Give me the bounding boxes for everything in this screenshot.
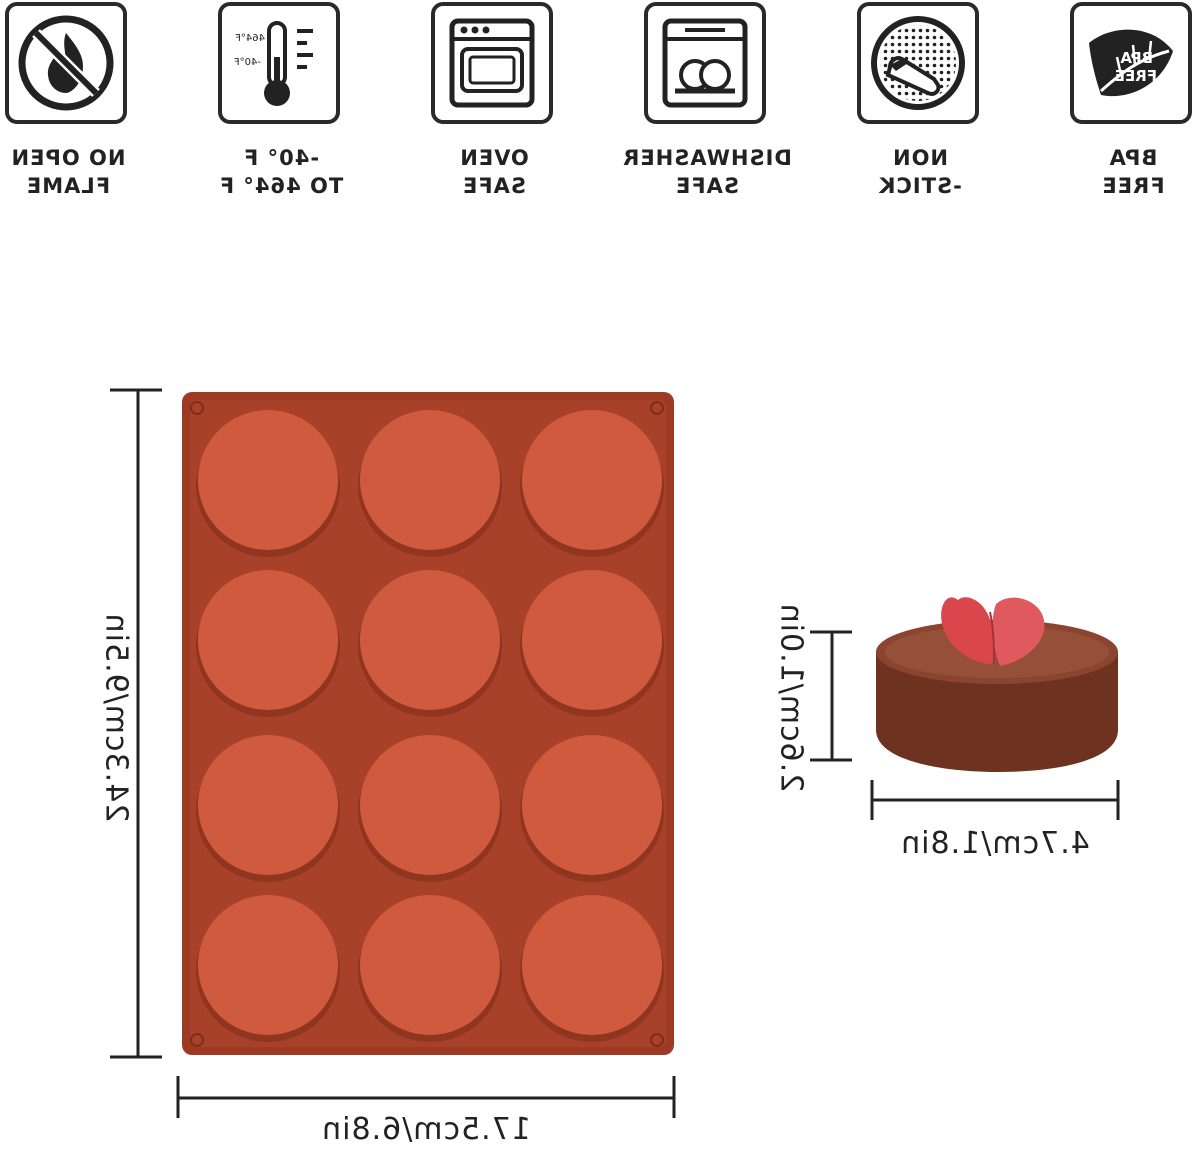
feature-no-open-flame: NO OPEN FLAME xyxy=(0,2,153,212)
oven-icon xyxy=(431,2,553,124)
cake-height-label: 2.6cm/1.0in xyxy=(773,602,809,793)
mold-cavity xyxy=(522,570,662,710)
mold-cavity xyxy=(360,735,500,875)
mold-width-label: 17.5cm/6.8in xyxy=(321,1112,531,1147)
bpa-badge-top: BPA xyxy=(1120,49,1153,67)
feature-label-line2: FLAME xyxy=(25,174,111,198)
thermometer-icon: 464°F -40°F xyxy=(218,2,340,124)
non-stick-pan-icon xyxy=(857,2,979,124)
feature-label-line1: NON xyxy=(892,146,949,170)
cake-height-dimension xyxy=(810,630,852,762)
feature-label-line2: FREE xyxy=(1101,174,1165,198)
mold-cavity xyxy=(522,410,662,550)
mold-cavity xyxy=(522,895,662,1035)
feature-label-line1: -40° F xyxy=(242,146,320,170)
scale-high-label: 464°F xyxy=(235,33,265,44)
mold-height-label: 24.3cm/9.5in xyxy=(98,612,134,823)
cake-width-dimension xyxy=(870,780,1120,820)
dishwasher-icon xyxy=(644,2,766,124)
mold-cavity xyxy=(198,570,338,710)
feature-dishwasher-safe: DISHWASHER SAFE xyxy=(622,2,792,212)
mold-width-dimension xyxy=(176,1076,676,1118)
mold-cavity xyxy=(198,410,338,550)
feature-label-line1: BPA xyxy=(1108,146,1158,170)
feature-label-line1: DISHWASHER xyxy=(622,146,792,170)
mold-height-dimension xyxy=(110,388,162,1059)
feature-label-line1: OVEN xyxy=(459,146,529,170)
feature-oven-safe: OVEN SAFE xyxy=(409,2,579,212)
bpa-badge-bottom: FREE xyxy=(1115,67,1157,85)
mold-cavity xyxy=(360,410,500,550)
mold-cavities xyxy=(196,410,664,1042)
scale-low-label: -40°F xyxy=(234,57,261,68)
feature-label-line2: TO 464° F xyxy=(218,174,344,198)
feature-icon-row: NO OPEN FLAME 464°F -40°F -40° F TO 4 xyxy=(0,0,1200,220)
feature-non-stick: NON -STICK xyxy=(835,2,1005,212)
feature-label-line2: -STICK xyxy=(878,174,962,198)
mold-cavity xyxy=(360,895,500,1035)
feature-bpa-free: BPA FREE BPA FREE xyxy=(1048,2,1200,212)
feature-label-line1: NO OPEN xyxy=(10,146,126,170)
mold-cavity xyxy=(522,735,662,875)
mold-cavity xyxy=(360,570,500,710)
feature-temperature: 464°F -40°F -40° F TO 464° F xyxy=(196,2,366,212)
mold-cavity xyxy=(198,895,338,1035)
product-illustration xyxy=(110,388,1120,1118)
finished-cake-sample xyxy=(876,597,1118,772)
leaf-icon: BPA FREE xyxy=(1070,2,1192,124)
feature-label-line2: SAFE xyxy=(461,174,527,198)
mold-cavity xyxy=(198,735,338,875)
silicone-mold-tray xyxy=(182,392,674,1055)
crossed-flame-icon xyxy=(5,2,127,124)
feature-label-line2: SAFE xyxy=(674,174,740,198)
cake-width-label: 4.7cm/1.8in xyxy=(900,826,1090,861)
